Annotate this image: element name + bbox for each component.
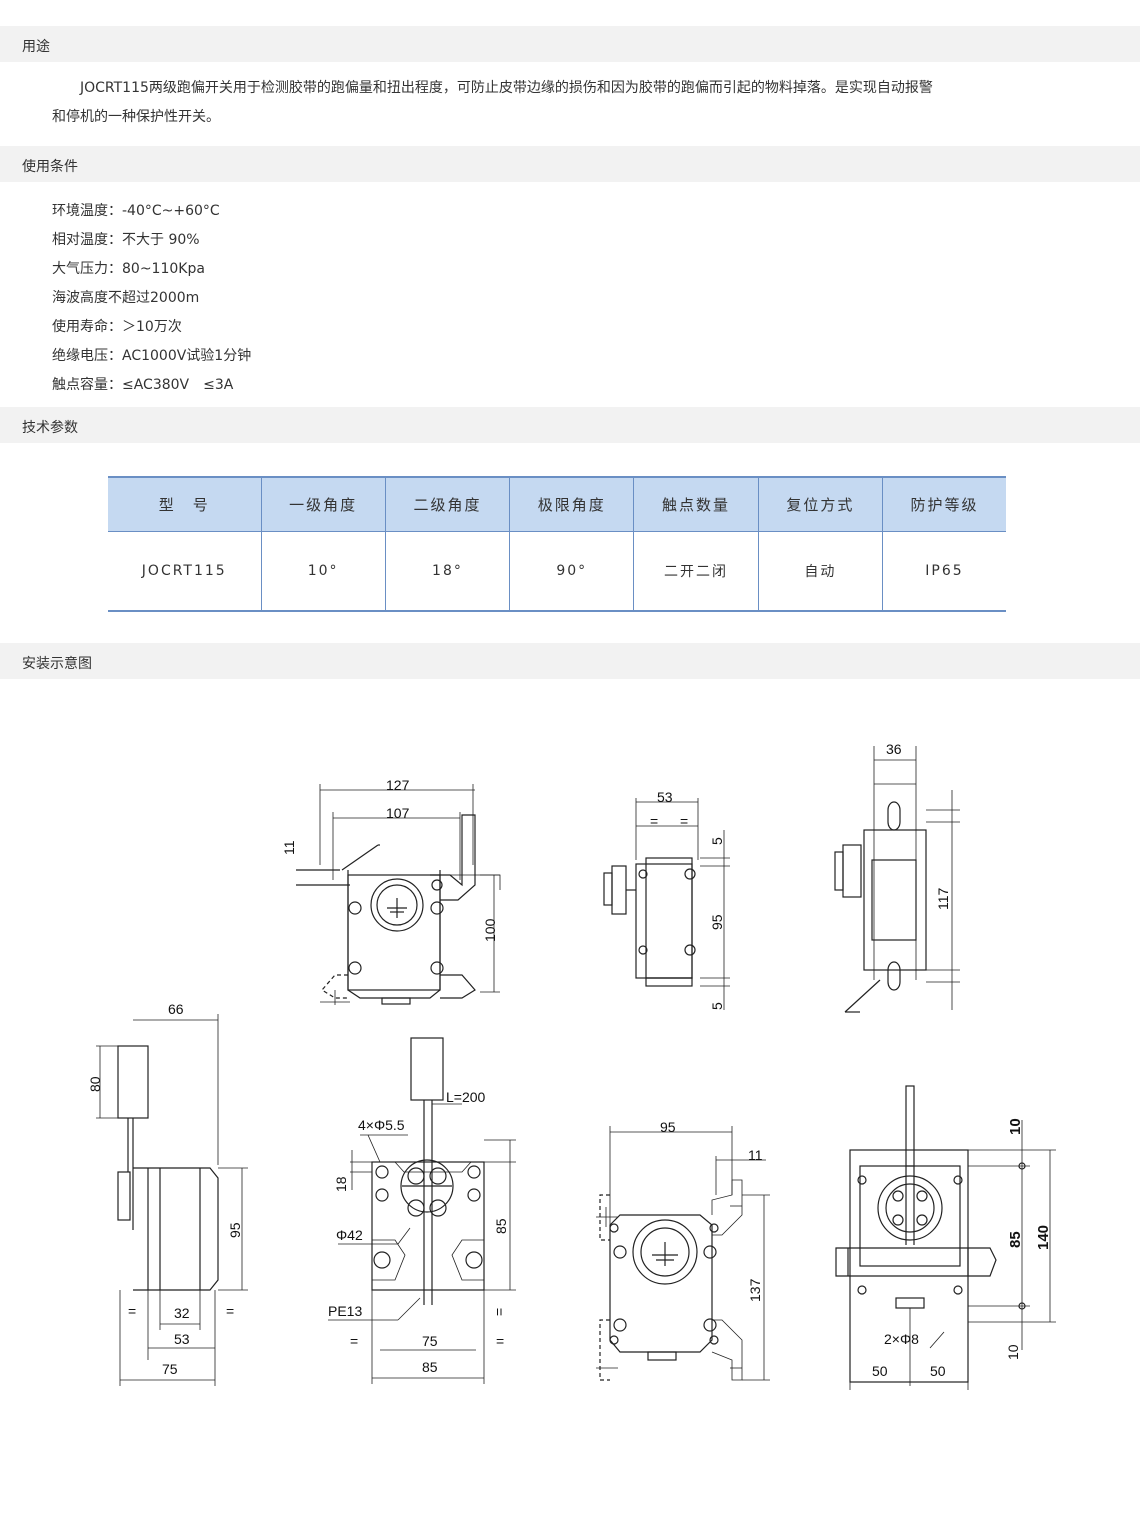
usage-line-2: 和停机的一种保护性开关。	[52, 109, 220, 125]
dim-66: 66	[168, 1001, 184, 1017]
dim-117: 117	[935, 887, 951, 910]
dim-2-holes: 2×Φ8	[884, 1331, 919, 1347]
section-conditions: 使用条件	[0, 146, 1140, 182]
cell-angle-limit: 90°	[509, 531, 634, 612]
svg-text:=: =	[650, 813, 658, 829]
dim-127: 127	[386, 777, 410, 793]
svg-text:=: =	[680, 813, 688, 829]
dim-5-top: 5	[709, 837, 725, 845]
dim-holes: 4×Φ5.5	[358, 1117, 405, 1133]
section-tech: 技术参数	[0, 407, 1140, 443]
dim-18: 18	[333, 1176, 349, 1192]
condition-item: 相对温度：不大于 90%	[52, 232, 200, 248]
dim-11-tab: 11	[281, 840, 297, 855]
section-tech-title: 技术参数	[22, 420, 78, 436]
dim-100: 100	[482, 918, 498, 942]
eq-right: =	[226, 1303, 234, 1319]
usage-line-1: JOCRT115两级跑偏开关用于检测胶带的跑偏量和扭出程度，可防止皮带边缘的损伤…	[80, 80, 933, 96]
spec-table: 型 号 一级角度 二级角度 极限角度 触点数量 复位方式 防护等级 JOCRT1…	[108, 476, 1006, 612]
dim-53-left: 53	[174, 1331, 190, 1347]
dim-10-top: 10	[1007, 1118, 1024, 1135]
svg-text:=: =	[491, 1308, 507, 1316]
dim-53-top: 53	[657, 789, 673, 805]
dim-95-plate: 95	[660, 1119, 676, 1135]
dim-gland: PE13	[328, 1303, 362, 1319]
dim-140: 140	[1035, 1225, 1052, 1250]
cell-angle-2: 18°	[384, 531, 510, 612]
view-front-lever: L=200 4×Φ5.5 18 Φ42 85 = PE13	[328, 1037, 516, 1384]
header-angle-limit: 极限角度	[509, 476, 634, 532]
cell-angle-1: 10°	[260, 531, 386, 612]
header-angle-1: 一级角度	[260, 476, 386, 532]
header-angle-2: 二级角度	[384, 476, 510, 532]
dim-32: 32	[174, 1305, 190, 1321]
condition-item: 海波高度不超过2000m	[52, 290, 200, 306]
dim-lever: L=200	[446, 1089, 486, 1105]
cell-protection: IP65	[881, 531, 1006, 612]
header-model: 型 号	[108, 476, 261, 532]
condition-item: 绝缘电压：AC1000V试验1分钟	[52, 348, 252, 364]
dim-85-front: 85	[422, 1359, 438, 1375]
dim-75-left: 75	[162, 1361, 178, 1377]
dim-107: 107	[386, 805, 410, 821]
section-install: 安装示意图	[0, 643, 1140, 679]
dim-5-bottom: 5	[709, 1002, 725, 1010]
header-reset: 复位方式	[757, 476, 883, 532]
view-left-side: 66 80 95 = = 32 53 75	[87, 1001, 248, 1386]
section-install-title: 安装示意图	[22, 656, 92, 672]
header-protection: 防护等级	[881, 476, 1006, 532]
dim-137: 137	[747, 1278, 763, 1302]
cell-model: JOCRT115	[108, 531, 261, 612]
dim-85-v: 85	[493, 1218, 509, 1234]
dim-85-mount: 85	[1007, 1231, 1024, 1248]
dim-11-plate: 11	[748, 1147, 763, 1163]
cell-reset: 自动	[757, 531, 883, 612]
dim-50-right: 50	[930, 1363, 946, 1379]
view-front-plate: 95 11 137	[596, 1119, 770, 1381]
dim-50-left: 50	[872, 1363, 888, 1379]
eq-left: =	[128, 1303, 136, 1319]
header-contacts: 触点数量	[633, 476, 759, 532]
condition-item: 大气压力：80~110Kpa	[52, 261, 205, 277]
condition-item: 环境温度：-40°C~+60°C	[52, 203, 220, 219]
dim-dia: Φ42	[336, 1227, 363, 1243]
condition-item: 触点容量：≤AC380V ≤3A	[52, 377, 234, 393]
dim-80: 80	[87, 1076, 103, 1092]
cell-contacts: 二开二闭	[633, 531, 759, 612]
section-usage: 用途	[0, 26, 1140, 62]
view-top-end: 36 117	[834, 741, 960, 1013]
dim-95-left: 95	[227, 1222, 243, 1238]
section-usage-title: 用途	[22, 39, 50, 55]
section-conditions-title: 使用条件	[22, 159, 78, 175]
view-top-front: 127 107 11 100	[281, 777, 501, 1005]
view-top-side: 53 = = 5 95 5	[603, 789, 730, 1010]
dim-75-front: 75	[422, 1333, 438, 1349]
dim-36: 36	[886, 741, 902, 757]
table-header-row: 型 号 一级角度 二级角度 极限角度 触点数量 复位方式 防护等级	[108, 476, 1006, 532]
dim-10-bottom: 10	[1005, 1344, 1021, 1360]
installation-diagram: 127 107 11 100 53 =	[87, 741, 1056, 1390]
condition-item: 使用寿命：＞10万次	[52, 319, 182, 335]
table-row: JOCRT115 10° 18° 90° 二开二闭 自动 IP65	[108, 531, 1006, 612]
eq-right-2: =	[496, 1333, 504, 1349]
view-mount: 10 85 140 10 2×Φ8 50 50	[835, 1085, 1056, 1390]
eq-left-2: =	[350, 1333, 358, 1349]
dim-95-side: 95	[709, 914, 725, 930]
